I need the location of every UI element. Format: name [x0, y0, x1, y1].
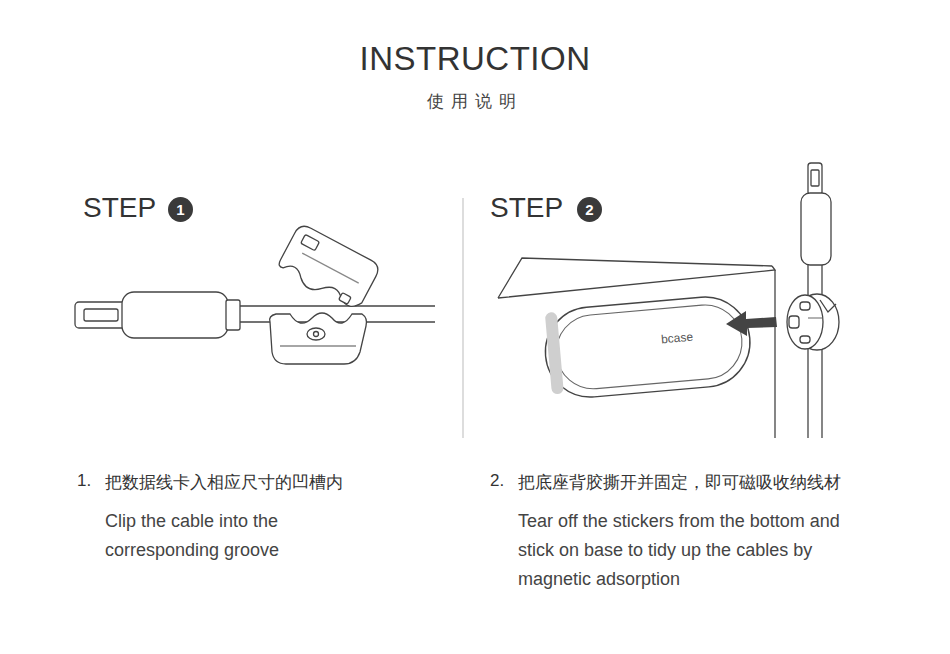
step-heading: STEP	[490, 192, 563, 224]
instruction-chinese: 把底座背胶撕开并固定，即可磁吸收纳线材	[518, 471, 841, 494]
instruction-chinese: 把数据线卡入相应尺寸的凹槽内	[105, 471, 343, 494]
clip-base	[270, 313, 367, 364]
divider	[463, 198, 464, 438]
step-heading: STEP	[83, 192, 156, 224]
direction-arrow	[726, 311, 777, 336]
badge-number: 2	[585, 202, 593, 217]
page-title: INSTRUCTION	[0, 40, 950, 78]
brand-logo: bcase	[660, 330, 693, 347]
instruction-english: Tear off the stickers from the bottom an…	[518, 507, 860, 594]
clip-disc	[787, 294, 839, 350]
cable-illustration	[75, 292, 435, 338]
clip-lid	[275, 223, 382, 314]
page-subtitle: 使用说明	[0, 90, 950, 113]
badge-number: 1	[176, 202, 184, 217]
step-number-badge: 2	[577, 197, 602, 222]
step-number: 2.	[490, 471, 504, 491]
desk-corner	[498, 258, 775, 438]
step-number: 1.	[77, 471, 91, 491]
step-number-badge: 1	[168, 197, 193, 222]
instruction-english: Clip the cable into the corresponding gr…	[105, 507, 345, 565]
magnetic-base	[542, 293, 754, 401]
